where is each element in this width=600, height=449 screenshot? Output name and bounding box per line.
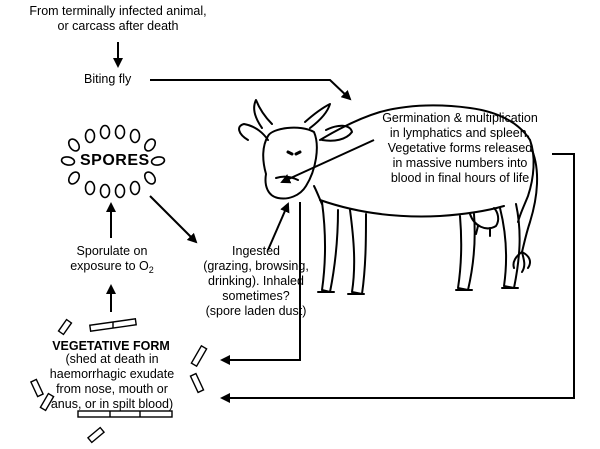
sporulate-line-1: Sporulate on [76, 244, 148, 258]
germination-line-5: blood in final hours of life [390, 171, 530, 185]
vegetative-rods [29, 318, 208, 444]
ingested-line-4: sometimes? [222, 289, 290, 303]
oxygen-subscript: 2 [148, 265, 154, 275]
vegetative-title: VEGETATIVE FORM [52, 339, 170, 353]
ingested-line-5: (spore laden dust) [205, 304, 307, 318]
ingested-line-3: drinking). Inhaled [208, 274, 304, 288]
germination-line-1: Germination & multiplication [382, 111, 538, 125]
sporulate-line-2: exposure to O2 [54, 259, 170, 278]
biting-fly-label: Biting fly [84, 72, 132, 86]
ingested-line-2: (grazing, browsing, [203, 259, 309, 273]
arrow-right-loop-to-vegetative [220, 153, 575, 403]
sporulate-line-2-text: exposure to O [70, 259, 149, 273]
cow-illustration [238, 99, 539, 295]
arrow-cow-to-vegetative [220, 202, 301, 365]
vegetative-line-1: (shed at death in [65, 352, 159, 366]
vegetative-description: (shed at death in haemorrhagic exudate f… [42, 352, 182, 412]
ingested-label: Ingested (grazing, browsing, drinking). … [196, 244, 316, 319]
source-label: From terminally infected animal, or carc… [8, 4, 228, 34]
arrow-spores-to-ingested [149, 195, 198, 244]
source-line-2: or carcass after death [57, 19, 179, 33]
arrow-fly-to-cow [150, 79, 352, 101]
vegetative-line-2: haemorrhagic exudate [49, 367, 175, 381]
sporulate-label: Sporulate on exposure to O2 [54, 244, 170, 278]
germination-line-4: in massive numbers into [392, 156, 528, 170]
source-line-1: From terminally infected animal, [29, 4, 207, 18]
arrow-germination-to-cow [280, 139, 375, 184]
flow-arrows [106, 42, 575, 403]
vegetative-line-4: anus, or in spilt blood) [50, 397, 174, 411]
vegetative-line-3: from nose, mouth or [56, 382, 168, 396]
spore-ring [60, 124, 166, 199]
arrow-ingested-to-cow [267, 202, 290, 251]
spores-label: SPORES [80, 152, 150, 169]
ingested-line-1: Ingested [232, 244, 280, 258]
germination-line-3: Vegetative forms released [387, 141, 533, 155]
germination-line-2: in lymphatics and spleen. [389, 126, 531, 140]
germination-label: Germination & multiplication in lymphati… [376, 111, 544, 186]
